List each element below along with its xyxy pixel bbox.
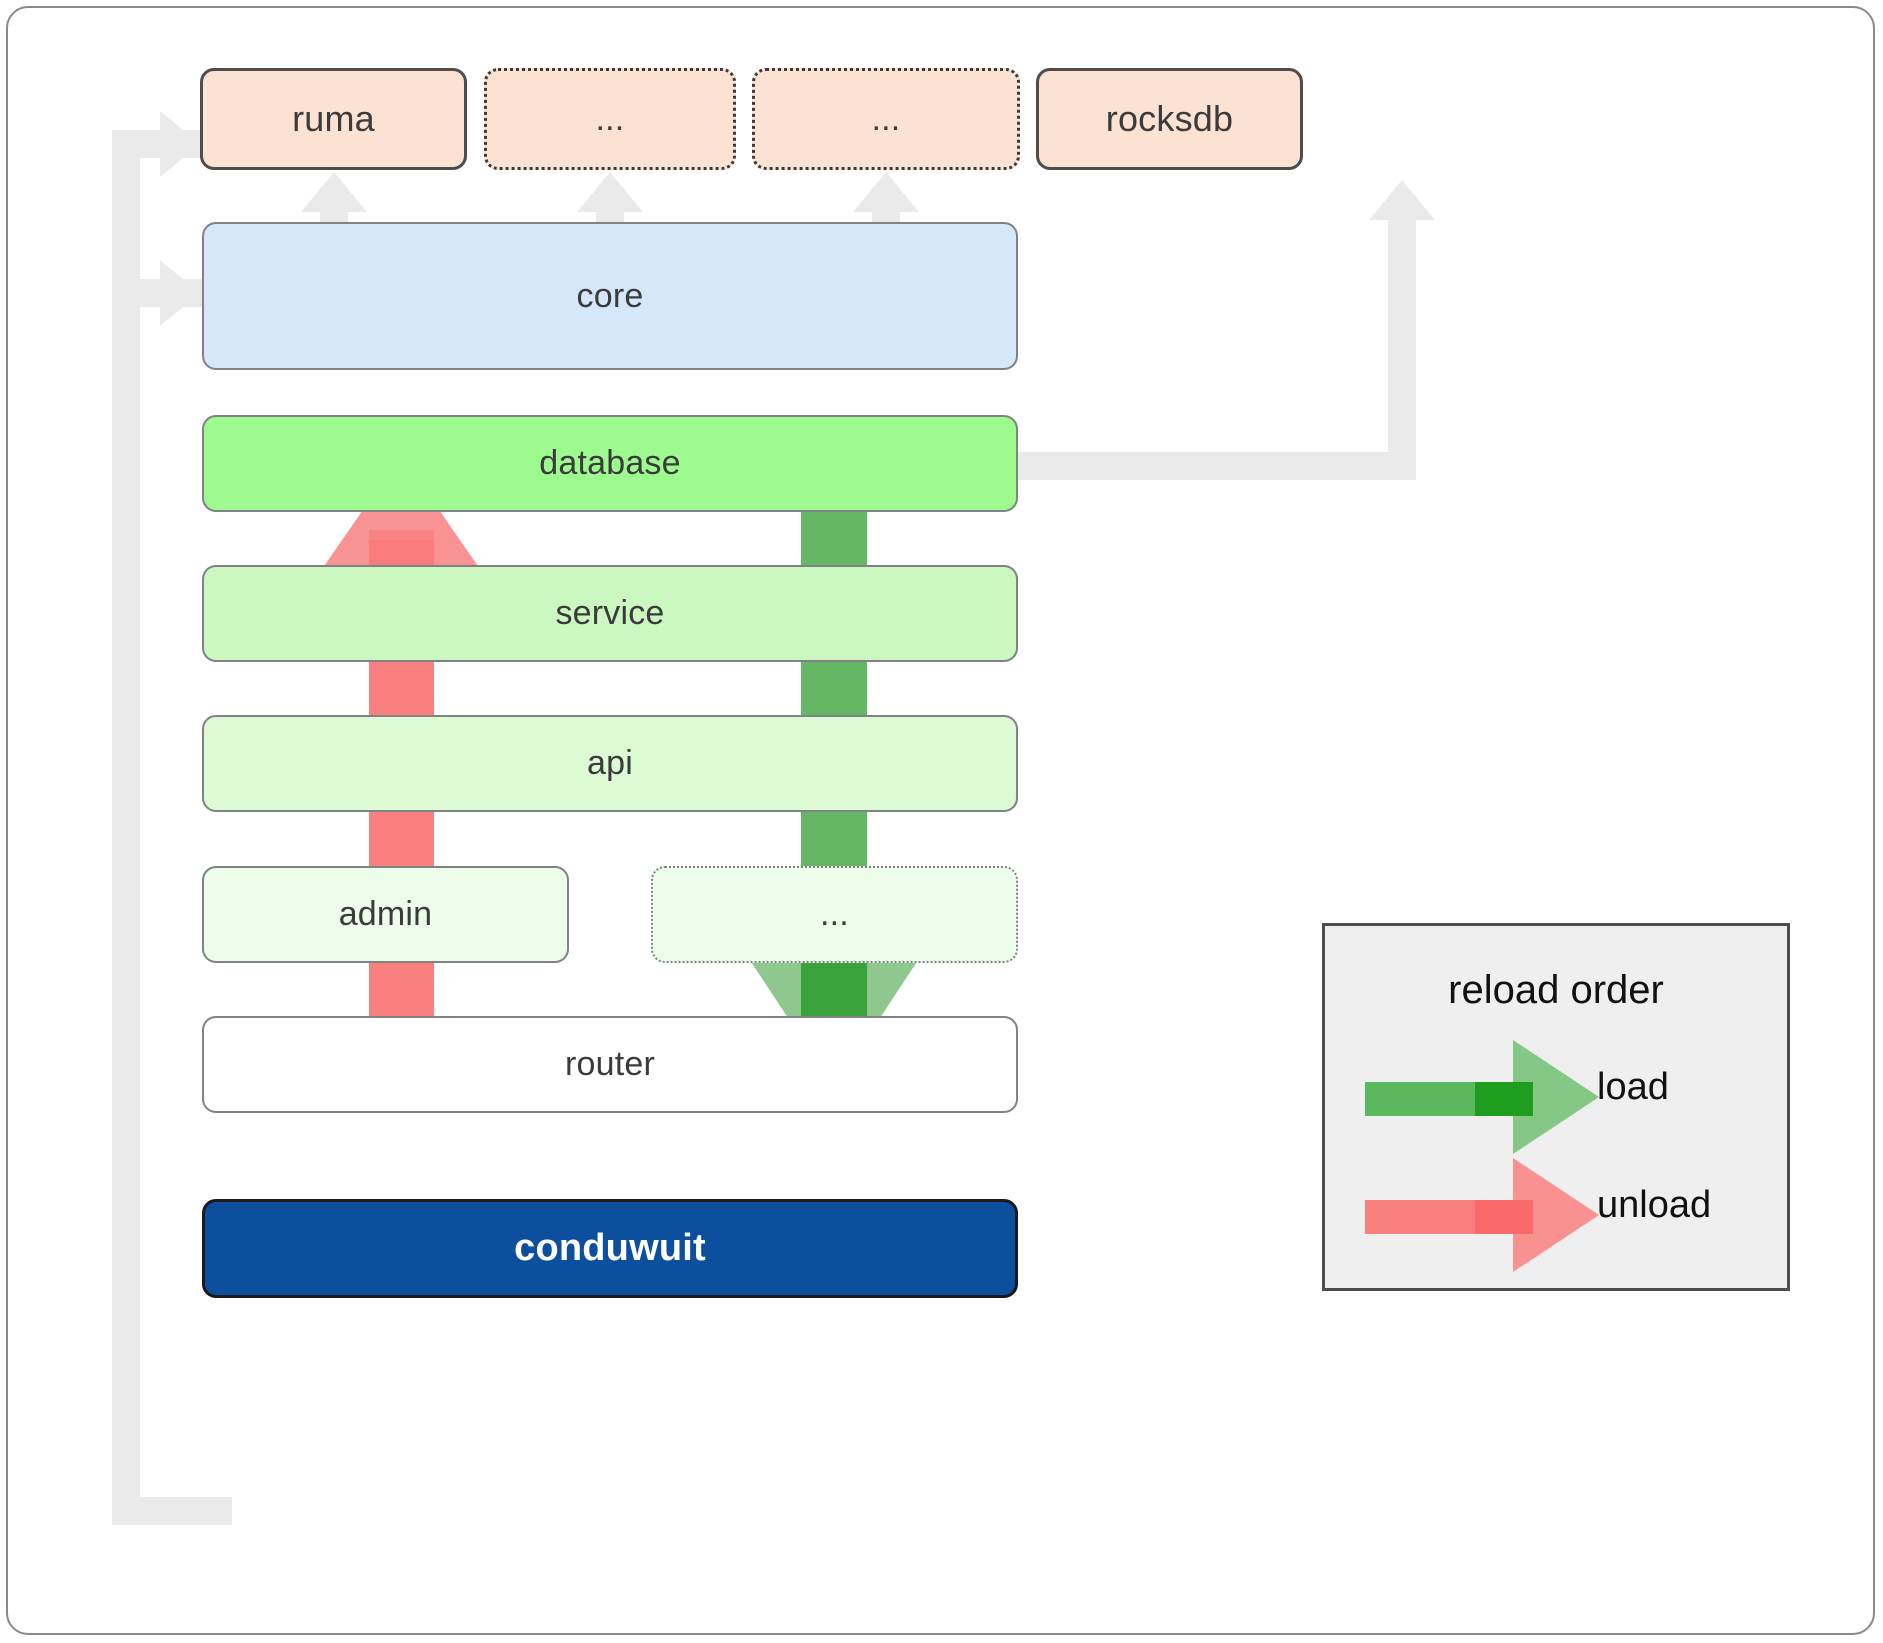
legend-row-load: load bbox=[1325, 1040, 1787, 1154]
connector-rocksdb-arrowhead bbox=[1369, 180, 1435, 220]
layer-node-admin[interactable]: admin bbox=[202, 866, 569, 963]
legend-title: reload order bbox=[1448, 968, 1664, 1012]
layer-node-api[interactable]: api bbox=[202, 715, 1018, 812]
legend-panel: reload order load unload bbox=[1322, 923, 1790, 1291]
legend-unload-shaft-overlap bbox=[1475, 1200, 1533, 1234]
dependency-node-dots-1[interactable]: ... bbox=[484, 68, 736, 170]
connector-core-dots2-arrowhead bbox=[853, 172, 919, 212]
legend-row-unload: unload bbox=[1325, 1158, 1787, 1272]
layer-node-service[interactable]: service bbox=[202, 565, 1018, 662]
legend-label-unload: unload bbox=[1597, 1184, 1712, 1226]
layer-node-more[interactable]: ... bbox=[651, 866, 1018, 963]
connector-ruma-arrowhead bbox=[160, 111, 200, 177]
layer-label-more: ... bbox=[820, 895, 849, 933]
layer-label-api: api bbox=[587, 744, 633, 782]
layer-label-database: database bbox=[539, 444, 681, 482]
connector-conduwuit-to-trunk bbox=[112, 1497, 232, 1525]
connector-core-ruma-arrowhead bbox=[301, 172, 367, 212]
legend-load-shaft-overlap bbox=[1475, 1082, 1533, 1116]
load-arrow-shaft-overlap bbox=[801, 960, 867, 1022]
layer-node-database[interactable]: database bbox=[202, 415, 1018, 512]
dependency-node-dots-2[interactable]: ... bbox=[752, 68, 1020, 170]
connector-core-arrowhead bbox=[160, 260, 200, 326]
dependency-node-rocksdb[interactable]: rocksdb bbox=[1036, 68, 1303, 170]
layer-label-admin: admin bbox=[338, 895, 433, 933]
connector-conduwuit-trunk-vertical bbox=[112, 130, 140, 1525]
connector-database-to-right bbox=[1016, 452, 1416, 480]
layer-node-core[interactable]: core bbox=[202, 222, 1018, 370]
layer-label-service: service bbox=[555, 594, 665, 632]
layer-node-router[interactable]: router bbox=[202, 1016, 1018, 1113]
dependency-node-ruma[interactable]: ruma bbox=[200, 68, 467, 170]
root-label-conduwuit: conduwuit bbox=[514, 1227, 706, 1269]
connector-right-vertical-to-rocksdb bbox=[1388, 215, 1416, 480]
layer-label-core: core bbox=[576, 276, 644, 315]
legend-label-load: load bbox=[1597, 1066, 1669, 1108]
dependency-label-dots-2: ... bbox=[871, 99, 901, 138]
dependency-label-ruma: ruma bbox=[292, 98, 375, 139]
layer-label-router: router bbox=[564, 1045, 656, 1083]
root-node-conduwuit[interactable]: conduwuit bbox=[202, 1199, 1018, 1298]
dependency-label-rocksdb: rocksdb bbox=[1105, 98, 1234, 139]
dependency-label-dots-1: ... bbox=[595, 99, 625, 138]
connector-core-dots1-arrowhead bbox=[577, 172, 643, 212]
